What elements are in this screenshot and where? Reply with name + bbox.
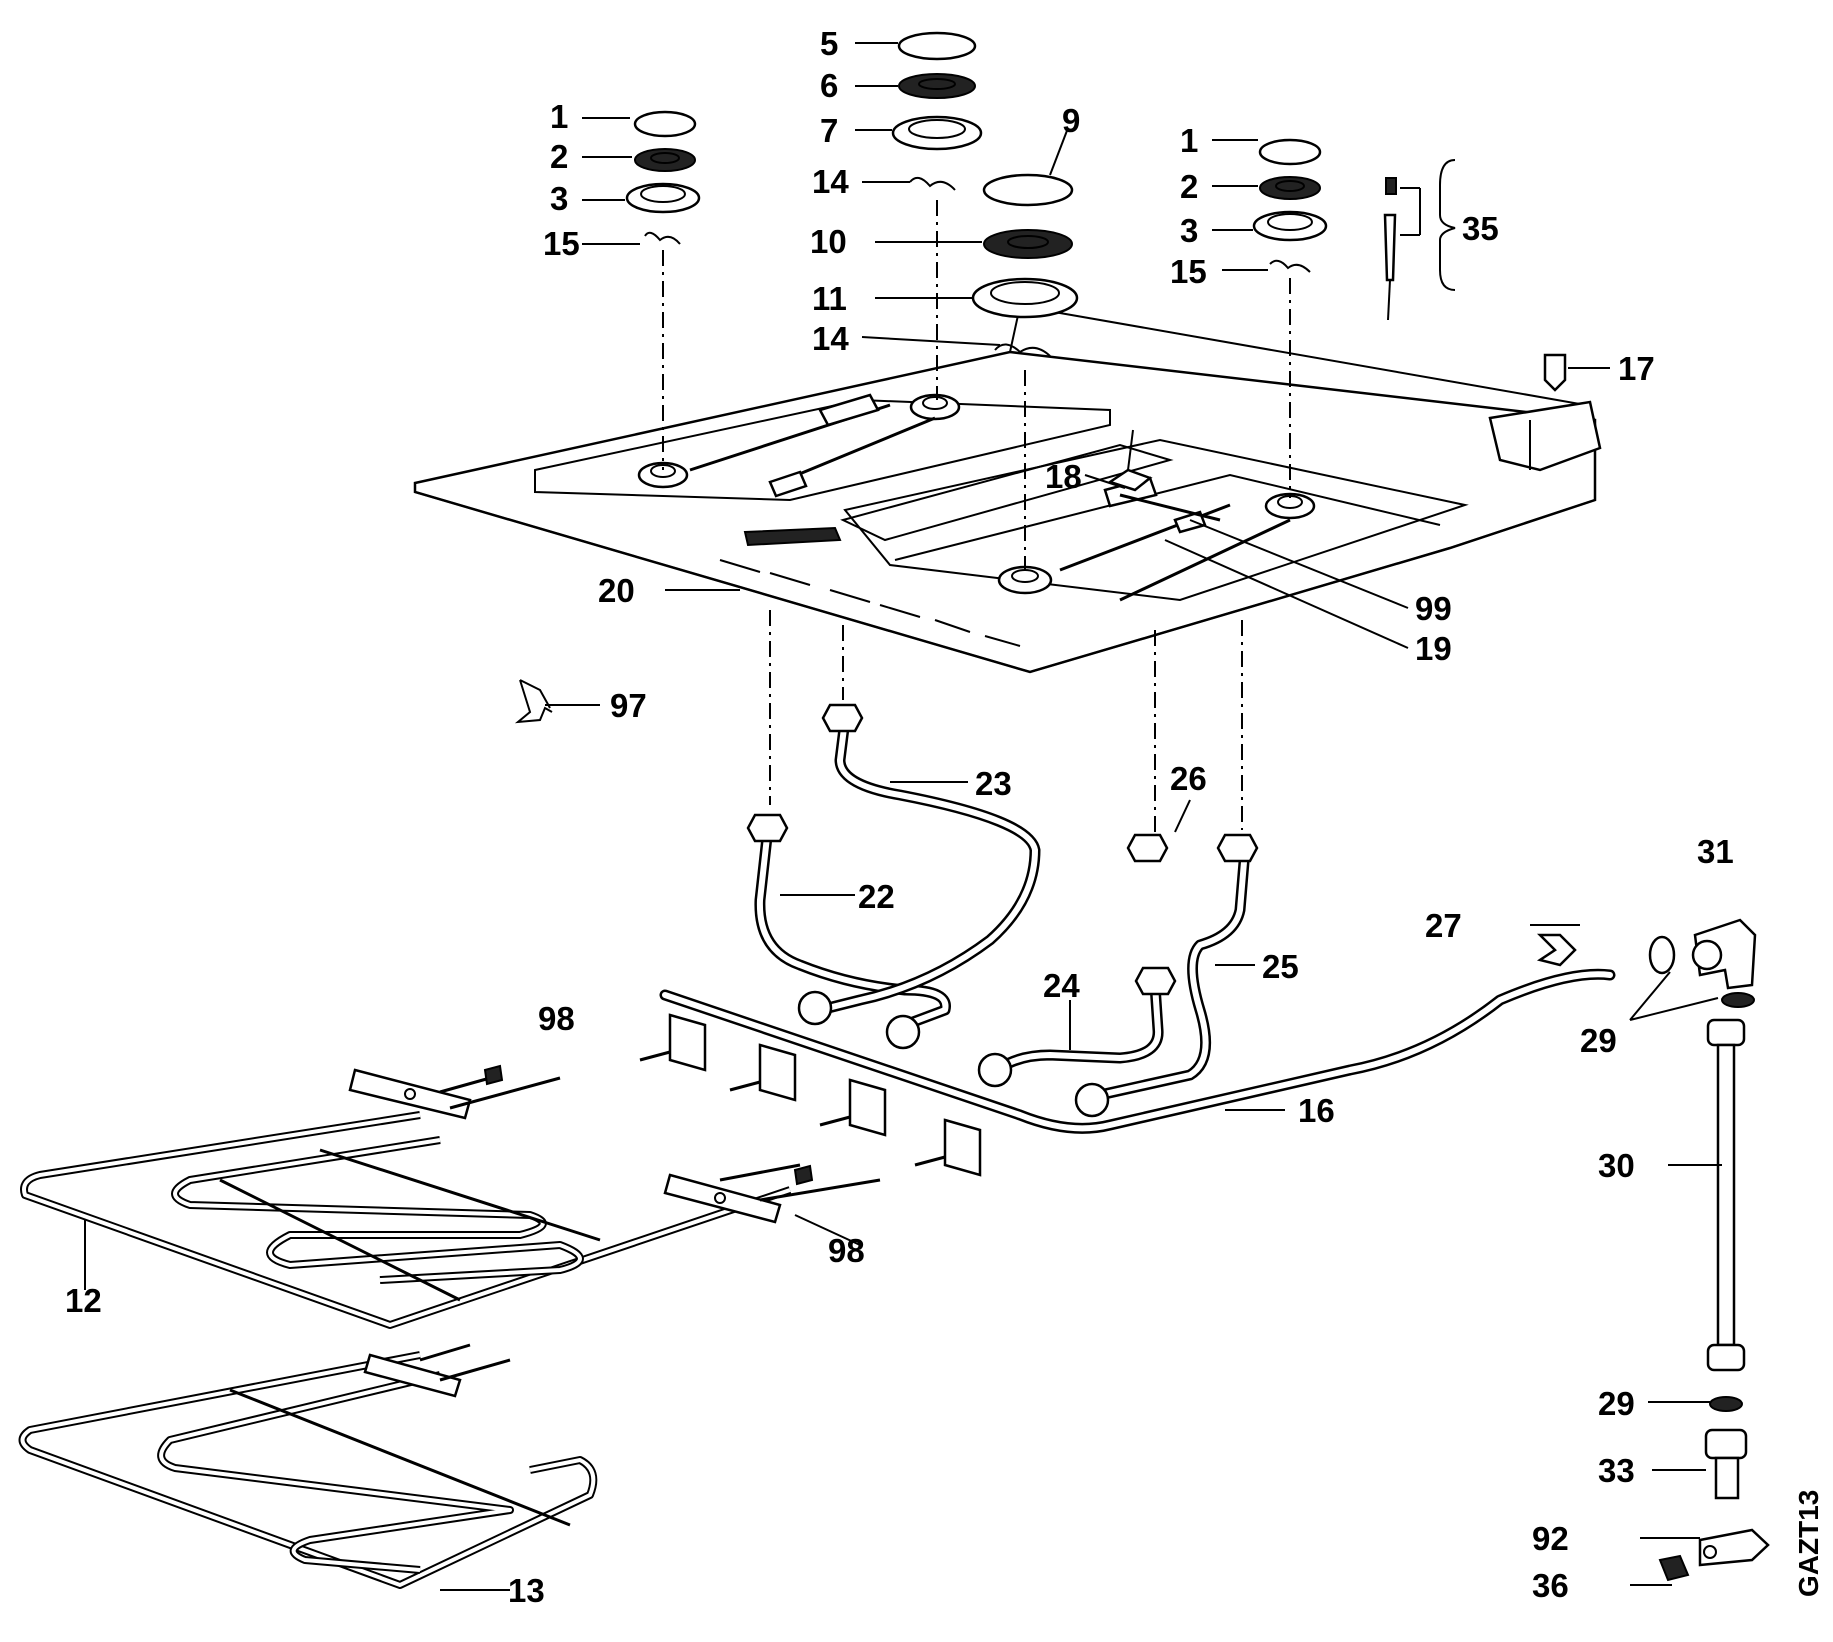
heating-element-top <box>20 1064 881 1329</box>
callout-1-left: 1 <box>550 98 568 135</box>
burner-stack-left <box>625 110 701 470</box>
callout-19: 19 <box>1415 630 1452 667</box>
callout-22: 22 <box>858 878 895 915</box>
callout-33: 33 <box>1598 1452 1635 1489</box>
callout-20: 20 <box>598 572 635 609</box>
callout-7: 7 <box>820 112 838 149</box>
leader-lines <box>84 42 1722 1591</box>
burner-stack-large <box>971 173 1079 570</box>
callout-3-right: 3 <box>1180 212 1198 249</box>
callout-29-lower: 29 <box>1598 1385 1635 1422</box>
heating-element-bottom <box>18 1343 598 1589</box>
diagram-code: GAZT13 <box>1793 1490 1824 1597</box>
callout-17: 17 <box>1618 350 1655 387</box>
callout-10: 10 <box>810 223 847 260</box>
callout-25: 25 <box>1262 948 1299 985</box>
callout-12: 12 <box>65 1282 102 1319</box>
callout-13: 13 <box>508 1572 545 1609</box>
callout-labels: 1 2 3 15 5 6 7 14 9 10 11 14 1 2 3 15 35… <box>65 25 1734 1609</box>
supply-pipe <box>1658 1018 1770 1582</box>
callout-27: 27 <box>1425 907 1462 944</box>
callout-30: 30 <box>1598 1147 1635 1184</box>
callout-1-right: 1 <box>1180 122 1198 159</box>
callout-98-lower: 98 <box>828 1232 865 1269</box>
callout-2-right: 2 <box>1180 168 1198 205</box>
callout-14-upper: 14 <box>812 163 849 200</box>
callout-3-left: 3 <box>550 180 568 217</box>
burner-stack-centre <box>891 31 983 400</box>
callout-29-upper: 29 <box>1580 1022 1617 1059</box>
callout-14-lower: 14 <box>812 320 849 357</box>
callout-18: 18 <box>1045 458 1082 495</box>
callout-11: 11 <box>812 280 847 317</box>
callout-35: 35 <box>1462 210 1499 247</box>
callout-98-upper: 98 <box>538 1000 575 1037</box>
callout-15-right: 15 <box>1170 253 1207 290</box>
callout-36: 36 <box>1532 1567 1569 1604</box>
callout-6: 6 <box>820 67 838 104</box>
gas-pipes <box>639 610 1757 1177</box>
burner-stack-right <box>1252 138 1328 498</box>
callout-2-left: 2 <box>550 138 568 175</box>
callout-26: 26 <box>1170 760 1207 797</box>
callout-24: 24 <box>1043 967 1080 1004</box>
ignition-parts <box>514 177 1567 724</box>
callout-15-left: 15 <box>543 225 580 262</box>
callout-97: 97 <box>610 687 647 724</box>
callout-5: 5 <box>820 25 838 62</box>
callout-16: 16 <box>1298 1092 1335 1129</box>
callout-99: 99 <box>1415 590 1452 627</box>
callout-23: 23 <box>975 765 1012 802</box>
callout-9: 9 <box>1062 102 1080 139</box>
callout-31: 31 <box>1697 833 1734 870</box>
hob-plate <box>413 304 1602 674</box>
callout-92: 92 <box>1532 1520 1569 1557</box>
